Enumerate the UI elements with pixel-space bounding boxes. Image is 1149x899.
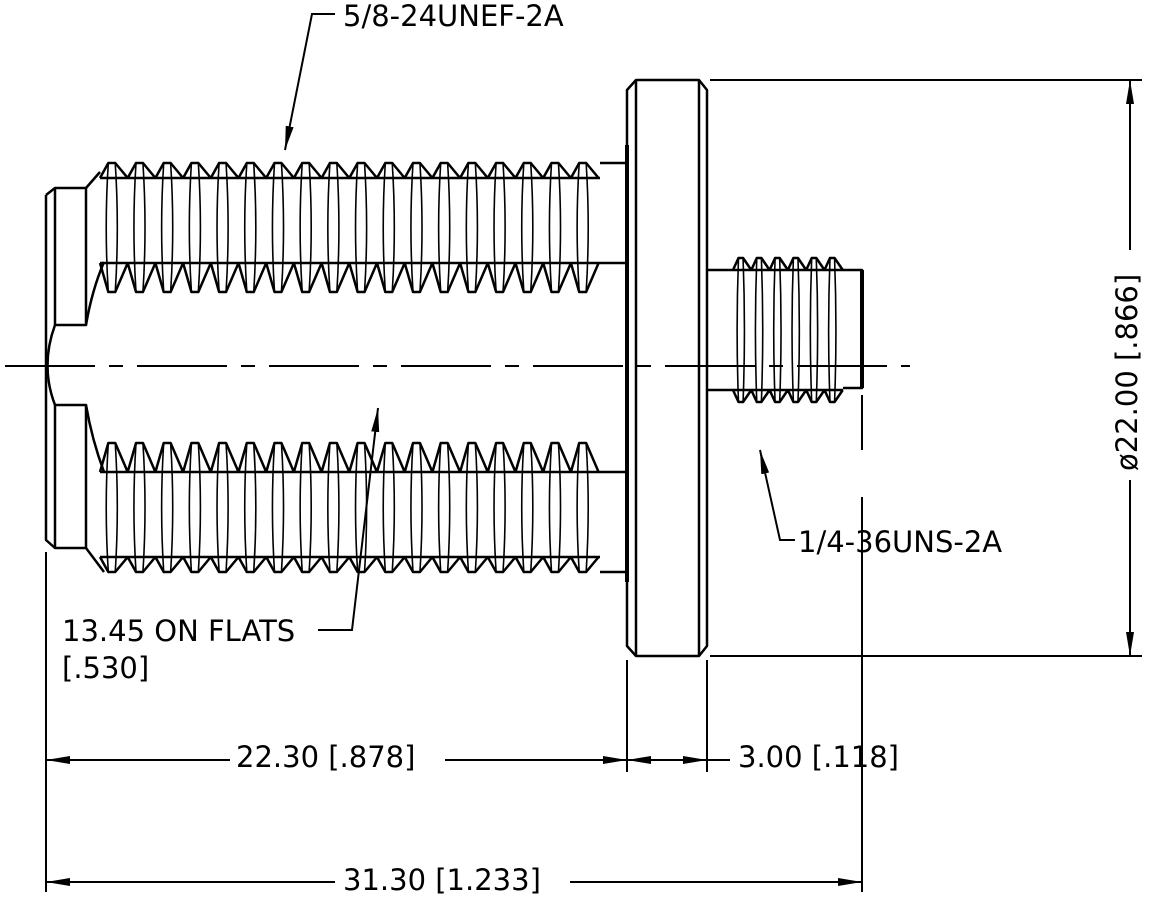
main-thread-callout: 5/8-24UNEF-2A [343, 0, 564, 33]
leaders [284, 13, 795, 631]
hex-end [44, 171, 106, 573]
flats-inch-callout: [.530] [62, 651, 150, 685]
small-thread [707, 256, 864, 404]
flange-thickness-dimension: 3.00 [.118] [738, 740, 899, 774]
diameter-dimension [710, 79, 1142, 657]
main-thread [98, 161, 600, 574]
body-length-dimension: 22.30 [.878] [236, 740, 416, 774]
collar [600, 145, 629, 582]
flats-callout: 13.45 ON FLATS [62, 614, 296, 648]
small-thread-callout: 1/4-36UNS-2A [798, 525, 1003, 559]
diameter-dimension-label: ø22.00 [.866] [1110, 273, 1144, 471]
flange [625, 78, 709, 658]
overall-length-dimension: 31.30 [1.233] [343, 863, 541, 897]
extension-lines [45, 395, 863, 892]
horizontal-dimensions [46, 756, 862, 886]
